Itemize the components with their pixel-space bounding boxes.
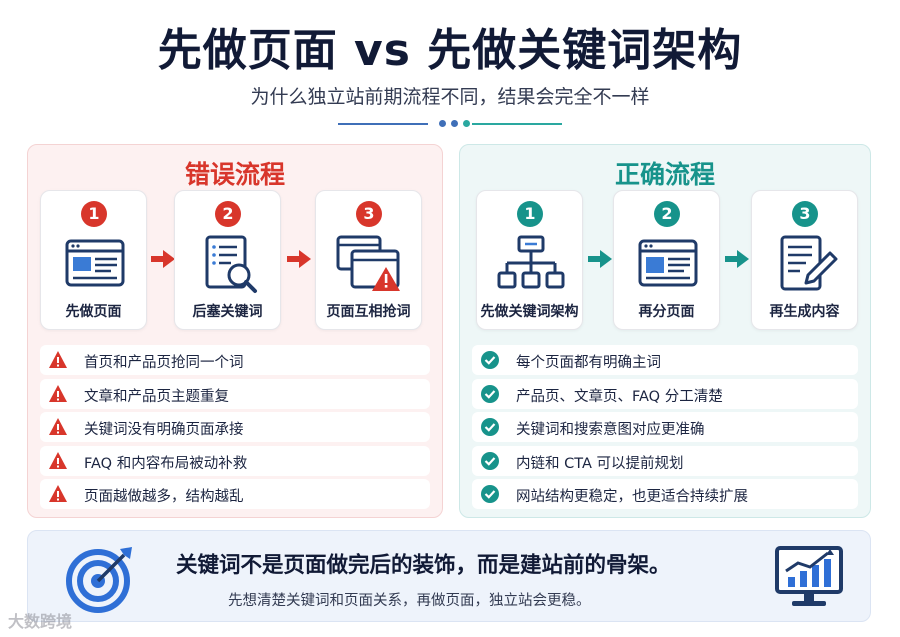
list-item: 关键词和搜索意图对应更准确: [472, 412, 858, 442]
step-label: 先做页面: [65, 304, 122, 320]
step-number: 1: [81, 201, 107, 227]
list-item-text: 关键词和搜索意图对应更准确: [516, 422, 705, 438]
check-circle-icon: [481, 451, 499, 470]
list-item: 内链和 CTA 可以提前规划: [472, 445, 858, 476]
step-label: 页面互相抢词: [326, 304, 411, 320]
step-number: 2: [215, 201, 241, 227]
conclusion-banner: 关键词不是页面做完后的装饰，而是建站前的骨架。 先想清楚关键词和页面关系，再做页…: [27, 530, 871, 622]
step-number: 1: [517, 201, 543, 227]
check-circle-icon: [481, 351, 499, 369]
list-item-text: 网站结构更稳定，也更适合持续扩展: [516, 489, 748, 505]
list-item-text: FAQ 和内容布局被动补救: [84, 455, 248, 472]
webpage-icon: [65, 239, 125, 287]
list-item: 产品页、文章页、FAQ 分工清楚: [472, 378, 858, 409]
page-subtitle: 为什么独立站前期流程不同，结果会完全不一样: [250, 86, 650, 108]
right-panel-title: 正确流程: [614, 160, 715, 189]
list-item-text: 关键词没有明确页面承接: [84, 422, 244, 438]
list-item-text: 文章和产品页主题重复: [84, 388, 229, 405]
chart-monitor-icon: [775, 546, 843, 606]
warning-icon: [49, 485, 67, 502]
arrow-right-icon: [588, 250, 612, 268]
arrow-right-icon: [725, 250, 749, 268]
warning-icon: [49, 384, 67, 402]
wrong-step-2: 2 后塞关键词: [174, 190, 281, 330]
wrong-issues-list: 首页和产品页抢同一个词 文章和产品页主题重复 关键词没有明确页面承接 FAQ 和…: [40, 345, 430, 513]
right-step-3: 3 再生成内容: [751, 190, 858, 330]
watermark: 大数跨境: [8, 612, 73, 631]
list-item: 文章和产品页主题重复: [40, 378, 430, 409]
list-item-text: 每个页面都有明确主词: [516, 355, 661, 371]
arrow-right-icon: [151, 250, 175, 268]
right-benefits-list: 每个页面都有明确主词 产品页、文章页、FAQ 分工清楚 关键词和搜索意图对应更准…: [472, 345, 858, 513]
step-number: 2: [654, 201, 680, 227]
list-item: FAQ 和内容布局被动补救: [40, 445, 430, 476]
right-step-1: 1 先做关键词架构: [476, 190, 583, 330]
target-icon: [66, 547, 132, 613]
sitemap-icon: [497, 235, 565, 289]
document-edit-icon: [780, 235, 838, 291]
list-item-text: 产品页、文章页、FAQ 分工清楚: [516, 388, 723, 405]
step-label: 先做关键词架构: [480, 304, 579, 320]
wrong-step-3: 3 页面互相抢词: [315, 190, 422, 330]
wrong-panel-title: 错误流程: [184, 160, 285, 189]
right-step-2: 2 再分页面: [613, 190, 720, 330]
page-title: 先做页面 vs 先做关键词架构: [157, 25, 743, 76]
list-item: 首页和产品页抢同一个词: [40, 345, 430, 375]
right-process-panel: 正确流程 1 先做关键词架构 2: [459, 144, 871, 518]
step-label: 再分页面: [638, 304, 695, 320]
arrow-right-icon: [287, 250, 311, 268]
step-number: 3: [792, 201, 818, 227]
list-item: 网站结构更稳定，也更适合持续扩展: [472, 479, 858, 509]
conclusion-sub-text: 先想清楚关键词和页面关系，再做页面，独立站会更稳。: [228, 593, 591, 609]
list-item-text: 内链和 CTA 可以提前规划: [516, 455, 684, 472]
warning-icon: [49, 351, 67, 368]
warning-icon: [49, 451, 67, 469]
warning-icon: [49, 418, 67, 435]
document-search-icon: [205, 235, 257, 293]
step-number: 3: [356, 201, 382, 227]
list-item: 关键词没有明确页面承接: [40, 412, 430, 442]
wrong-step-1: 1 先做页面: [40, 190, 147, 330]
wrong-process-panel: 错误流程 1 先做页面 2 后塞关键词: [27, 144, 443, 518]
check-circle-icon: [481, 418, 499, 436]
step-label: 后塞关键词: [192, 304, 263, 320]
windows-warning-icon: [336, 235, 400, 291]
list-item-text: 页面越做越多，结构越乱: [84, 489, 244, 505]
check-circle-icon: [481, 384, 499, 403]
webpage-icon: [638, 239, 698, 287]
list-item: 每个页面都有明确主词: [472, 345, 858, 375]
step-label: 再生成内容: [769, 304, 840, 320]
list-item-text: 首页和产品页抢同一个词: [84, 355, 244, 371]
check-circle-icon: [481, 485, 499, 503]
list-item: 页面越做越多，结构越乱: [40, 479, 430, 509]
conclusion-main-text: 关键词不是页面做完后的装饰，而是建站前的骨架。: [176, 553, 671, 578]
title-divider: [338, 118, 562, 130]
